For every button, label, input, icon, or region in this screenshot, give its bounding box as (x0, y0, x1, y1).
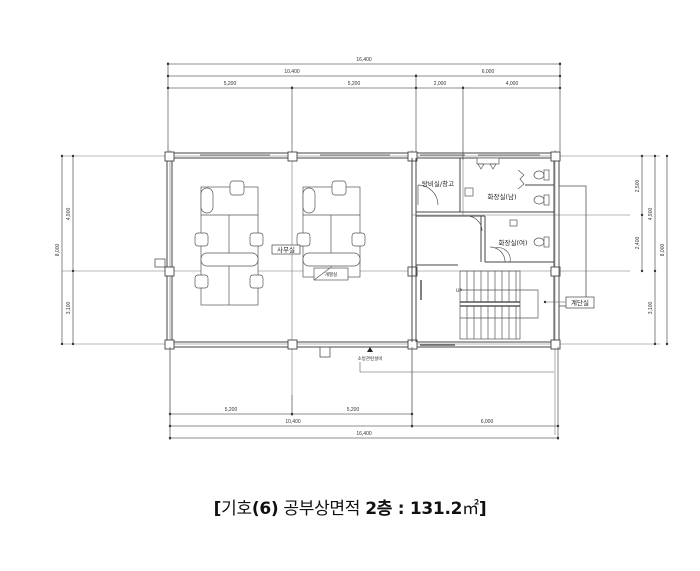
office-furniture-left (194, 180, 264, 306)
dim-right-inner-middle: 2,400 (635, 237, 641, 250)
grid-lines (62, 150, 660, 435)
dim-left-lower: 3,100 (66, 302, 72, 315)
dim-top-total: 16,400 (356, 57, 372, 63)
right-protrusion (558, 185, 587, 307)
dim-bottom-seg-1: 5,200 (225, 407, 238, 413)
caption-area: 131.2 (409, 499, 463, 519)
dim-right-upper-span: 4,900 (648, 208, 654, 221)
dim-top-right-span: 6,000 (482, 69, 495, 75)
fire-equipment-marker: 소방관련설비 (358, 347, 554, 373)
caption-label: 공부상면적 (278, 499, 366, 519)
room-label-reception: 개별실 (325, 271, 337, 278)
dim-top-seg-3: 2,000 (434, 81, 447, 87)
right-dimensions (641, 156, 668, 344)
dim-bottom-right-span: 6,000 (481, 419, 494, 425)
office-furniture-right (296, 180, 366, 281)
left-dimensions (61, 156, 74, 344)
left-vent (154, 258, 166, 268)
dim-top-seg-1: 5,200 (224, 81, 237, 87)
svg-text:소방관련설비: 소방관련설비 (358, 355, 383, 362)
room-label-office: 사무실 (271, 244, 301, 255)
bottom-dimensions (169, 347, 559, 440)
dim-right-lower: 3,100 (648, 302, 654, 315)
warning-triangle-icon (367, 347, 373, 352)
svg-text:사무실: 사무실 (277, 245, 295, 254)
stair (420, 270, 539, 340)
dim-bottom-total: 16,400 (356, 431, 372, 437)
caption-symbol: 기호 (221, 499, 252, 519)
room-label-pantry: 탕비실/창고 (422, 179, 454, 188)
room-label-stair: 계단실 (565, 296, 595, 309)
dim-right-inner-upper: 2,500 (635, 180, 641, 193)
bottom-vent (319, 346, 331, 358)
dim-bottom-left-span: 10,400 (285, 419, 301, 425)
dim-top-seg-4: 4,000 (506, 81, 519, 87)
caption-floor: 2층 (365, 499, 393, 519)
dim-right-total: 8,000 (660, 244, 666, 257)
svg-text:계단실: 계단실 (571, 298, 589, 307)
top-dimensions (167, 62, 561, 160)
dim-top-left-span: 10,400 (284, 69, 300, 75)
stair-up-mark: UP (456, 288, 462, 294)
room-label-restroom-men: 화장실(남) (488, 192, 517, 201)
dim-left-total: 8,000 (55, 244, 61, 257)
floor-plan: 16,400 10,400 6,000 5,200 5,200 2,000 4,… (55, 57, 669, 440)
interior-walls (411, 158, 554, 342)
sanitary-fixtures (464, 157, 550, 248)
dim-bottom-seg-2: 5,200 (347, 407, 360, 413)
dim-top-seg-2: 5,200 (348, 81, 361, 87)
caption-unit: ㎡ (462, 499, 479, 519)
floor-area-caption: [기호(6) 공부상면적 2층 : 131.2㎡] (0, 494, 700, 519)
doors (417, 184, 511, 263)
room-label-restroom-women: 화장실(여) (499, 238, 528, 247)
dim-left-upper: 4,900 (66, 208, 72, 221)
caption-close-bracket: ] (478, 499, 487, 519)
caption-separator: : (392, 499, 410, 519)
caption-symbol-number: (6) (251, 499, 279, 519)
caption-open-bracket: [ (213, 499, 222, 519)
